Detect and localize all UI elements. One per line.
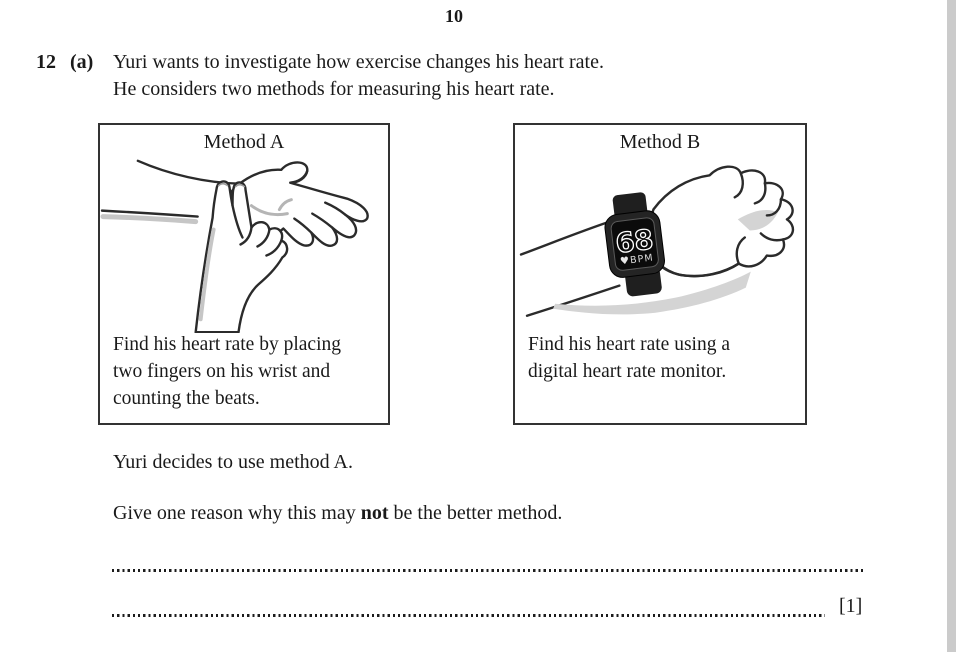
smartwatch: 68 ♥ BPM [604,192,665,297]
heart-icon: ♥ [620,255,630,267]
question-intro-line2: He considers two methods for measuring h… [113,78,555,100]
answer-dotted-line-1 [112,569,863,572]
caption-line: digital heart rate monitor. [528,361,727,382]
method-a-title: Method A [203,131,285,153]
caption-line: two fingers on his wrist and [113,361,331,382]
smartwatch-on-wrist-illustration: 68 ♥ BPM [519,165,795,317]
prompt-text: Give one reason why this may not be the … [113,502,562,525]
prompt-text-start: Give one reason why this may [113,502,361,524]
question-intro-line1: Yuri wants to investigate how exercise c… [113,51,604,73]
marks-badge: [1] [839,595,863,617]
prompt-bold-word: not [360,502,389,524]
method-a-caption: Find his heart rate by placing two finge… [113,331,341,412]
question-part-label: (a) [70,51,94,73]
page-edge-strip [947,0,956,652]
decision-text: Yuri decides to use method A. [113,451,353,473]
fingers-on-wrist-illustration [100,159,369,333]
prompt-text-end: be the better method. [388,502,563,524]
page-number: 10 [445,6,463,26]
caption-line: counting the beats. [113,388,260,409]
method-a-box: Method A [98,123,390,425]
caption-line: Find his heart rate by placing [113,334,341,355]
watch-bpm-label: BPM [630,252,655,266]
question-number: 12 [36,51,56,73]
method-b-title: Method B [619,131,701,153]
answer-dotted-line-2 [112,614,825,617]
method-b-box: Method B [513,123,807,425]
method-b-caption: Find his heart rate using a digital hear… [528,331,730,385]
watch-screen [610,217,659,271]
watch-bpm-value: 68 [614,224,655,259]
caption-line: Find his heart rate using a [528,334,730,355]
